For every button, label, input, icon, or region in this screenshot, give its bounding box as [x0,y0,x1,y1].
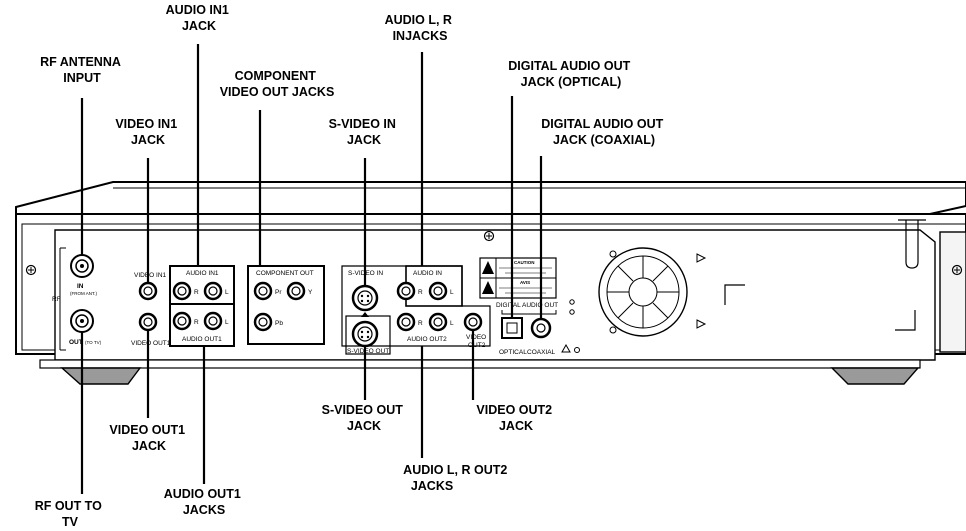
audio-in1-r-label: R [194,289,199,296]
audio-out2-l-jack[interactable] [428,312,448,332]
optical-jack[interactable] [501,317,523,339]
warning-icon [482,281,494,294]
rf-label: RF [52,296,61,303]
video-out2-label-line1: VIDEO [466,334,486,341]
cooling-fan [569,247,916,337]
leader-lines [80,44,543,494]
callout-rf-antenna-input: RF ANTENNA INPUT [40,55,124,85]
component-out-group: COMPONENT OUT Pr Y Pb [247,265,325,345]
component-y-label: Y [308,289,313,296]
audio-out1-r-jack[interactable] [172,311,192,331]
optical-label: OPTICAL [499,349,527,356]
coaxial-label: COAXIAL [527,349,556,356]
audio-in1-label: AUDIO IN1 [186,270,219,277]
coaxial-jack[interactable] [530,317,552,339]
video-in1-jack[interactable] [138,281,158,301]
rf-out-jack[interactable] [70,309,94,333]
component-out-label: COMPONENT OUT [256,270,314,277]
s-video-in-jack[interactable] [351,284,379,312]
video-out2-jack[interactable] [463,312,483,332]
audio-out1-l-label: L [225,319,229,326]
callout-s-video-out-jack: S-VIDEO OUT JACK [322,403,407,433]
audio-out2-r-jack[interactable] [396,312,416,332]
audio-out1-label: AUDIO OUT1 [182,336,222,343]
digital-audio-out-label: DIGITAL AUDIO OUT [496,302,558,309]
callout-audio-lr-injacks: AUDIO L, R INJACKS [385,13,456,43]
audio-out1-r-label: R [194,319,199,326]
audio-in1-l-jack[interactable] [203,281,223,301]
s-video-out-jack[interactable] [351,320,379,348]
rf-in-label: IN [77,283,84,290]
callout-digital-audio-out-optical: DIGITAL AUDIO OUT JACK (OPTICAL) [508,59,633,89]
audio-out2-label: AUDIO OUT2 [407,336,447,343]
component-pb-jack[interactable] [253,312,273,332]
callout-audio-lr-out2-jacks: AUDIO L, R OUT2 JACKS [403,463,511,493]
audio-in-l-label: L [450,289,454,296]
component-pb-label: Pb [275,320,283,327]
audio-in-r-jack[interactable] [396,281,416,301]
callout-labels: RF ANTENNA INPUT AUDIO IN1 JACK COMPONEN… [35,3,666,529]
component-pr-label: Pr [275,289,282,296]
video-out2-label-line2: OUT2 [468,342,486,349]
rf-out-sublabel: (TO TV) [85,340,102,345]
callout-rf-out-to-tv: RF OUT TO TV [35,499,106,529]
callout-video-out1-jack: VIDEO OUT1 JACK [109,423,188,453]
caution-labels: CAUTION AVIS [479,257,557,299]
warning-icon [482,261,494,274]
video-out1-jack[interactable] [138,312,158,332]
audio-in-l-jack[interactable] [428,281,448,301]
callout-video-out2-jack: VIDEO OUT2 JACK [476,403,555,433]
rf-out-label: OUT [69,339,83,346]
rf-section: RF IN (FROM ANT.) OUT (TO TV) [52,247,102,351]
callout-video-in1-jack: VIDEO IN1 JACK [115,117,180,147]
video-in1-label: VIDEO IN1 [134,272,167,279]
callout-s-video-in-jack: S-VIDEO IN JACK [329,117,400,147]
component-y-jack[interactable] [286,281,306,301]
audio-in1-r-jack[interactable] [172,281,192,301]
left-foot [60,367,142,385]
screw-icon [25,264,37,276]
video-out1-label: VIDEO OUT1 [131,340,171,347]
callout-digital-audio-out-coaxial: DIGITAL AUDIO OUT JACK (COAXIAL) [541,117,666,147]
callout-audio-in1-jack: AUDIO IN1 JACK [166,3,233,33]
audio-out2-r-label: R [418,320,423,327]
rf-in-jack[interactable] [70,254,94,278]
callout-audio-out1-jacks: AUDIO OUT1 JACKS [164,487,245,517]
audio-in-label: AUDIO IN [413,270,442,277]
screw-icon [483,230,495,242]
audio-out1-l-jack[interactable] [203,311,223,331]
caution-text: CAUTION [514,260,535,265]
callout-component-video-out-jacks: COMPONENT VIDEO OUT JACKS [220,69,335,99]
component-pr-jack[interactable] [253,281,273,301]
avis-text: AVIS [520,280,530,285]
s-video-audio-block: S-VIDEO IN S-VIDEO OUT AUDIO IN R L [341,265,491,355]
s-video-out-label: S-VIDEO OUT [347,348,389,355]
audio-in1-out1-group: AUDIO IN1 R L R L AUDIO OUT1 [169,265,235,347]
digital-audio-out-group: DIGITAL AUDIO OUT OPTICAL COAXIAL [496,302,580,356]
right-foot [830,367,920,385]
rf-in-sublabel: (FROM ANT.) [70,291,97,296]
screw-icon [951,264,963,276]
audio-in-r-label: R [418,289,423,296]
audio-out2-l-label: L [450,320,454,327]
audio-in1-l-label: L [225,289,229,296]
